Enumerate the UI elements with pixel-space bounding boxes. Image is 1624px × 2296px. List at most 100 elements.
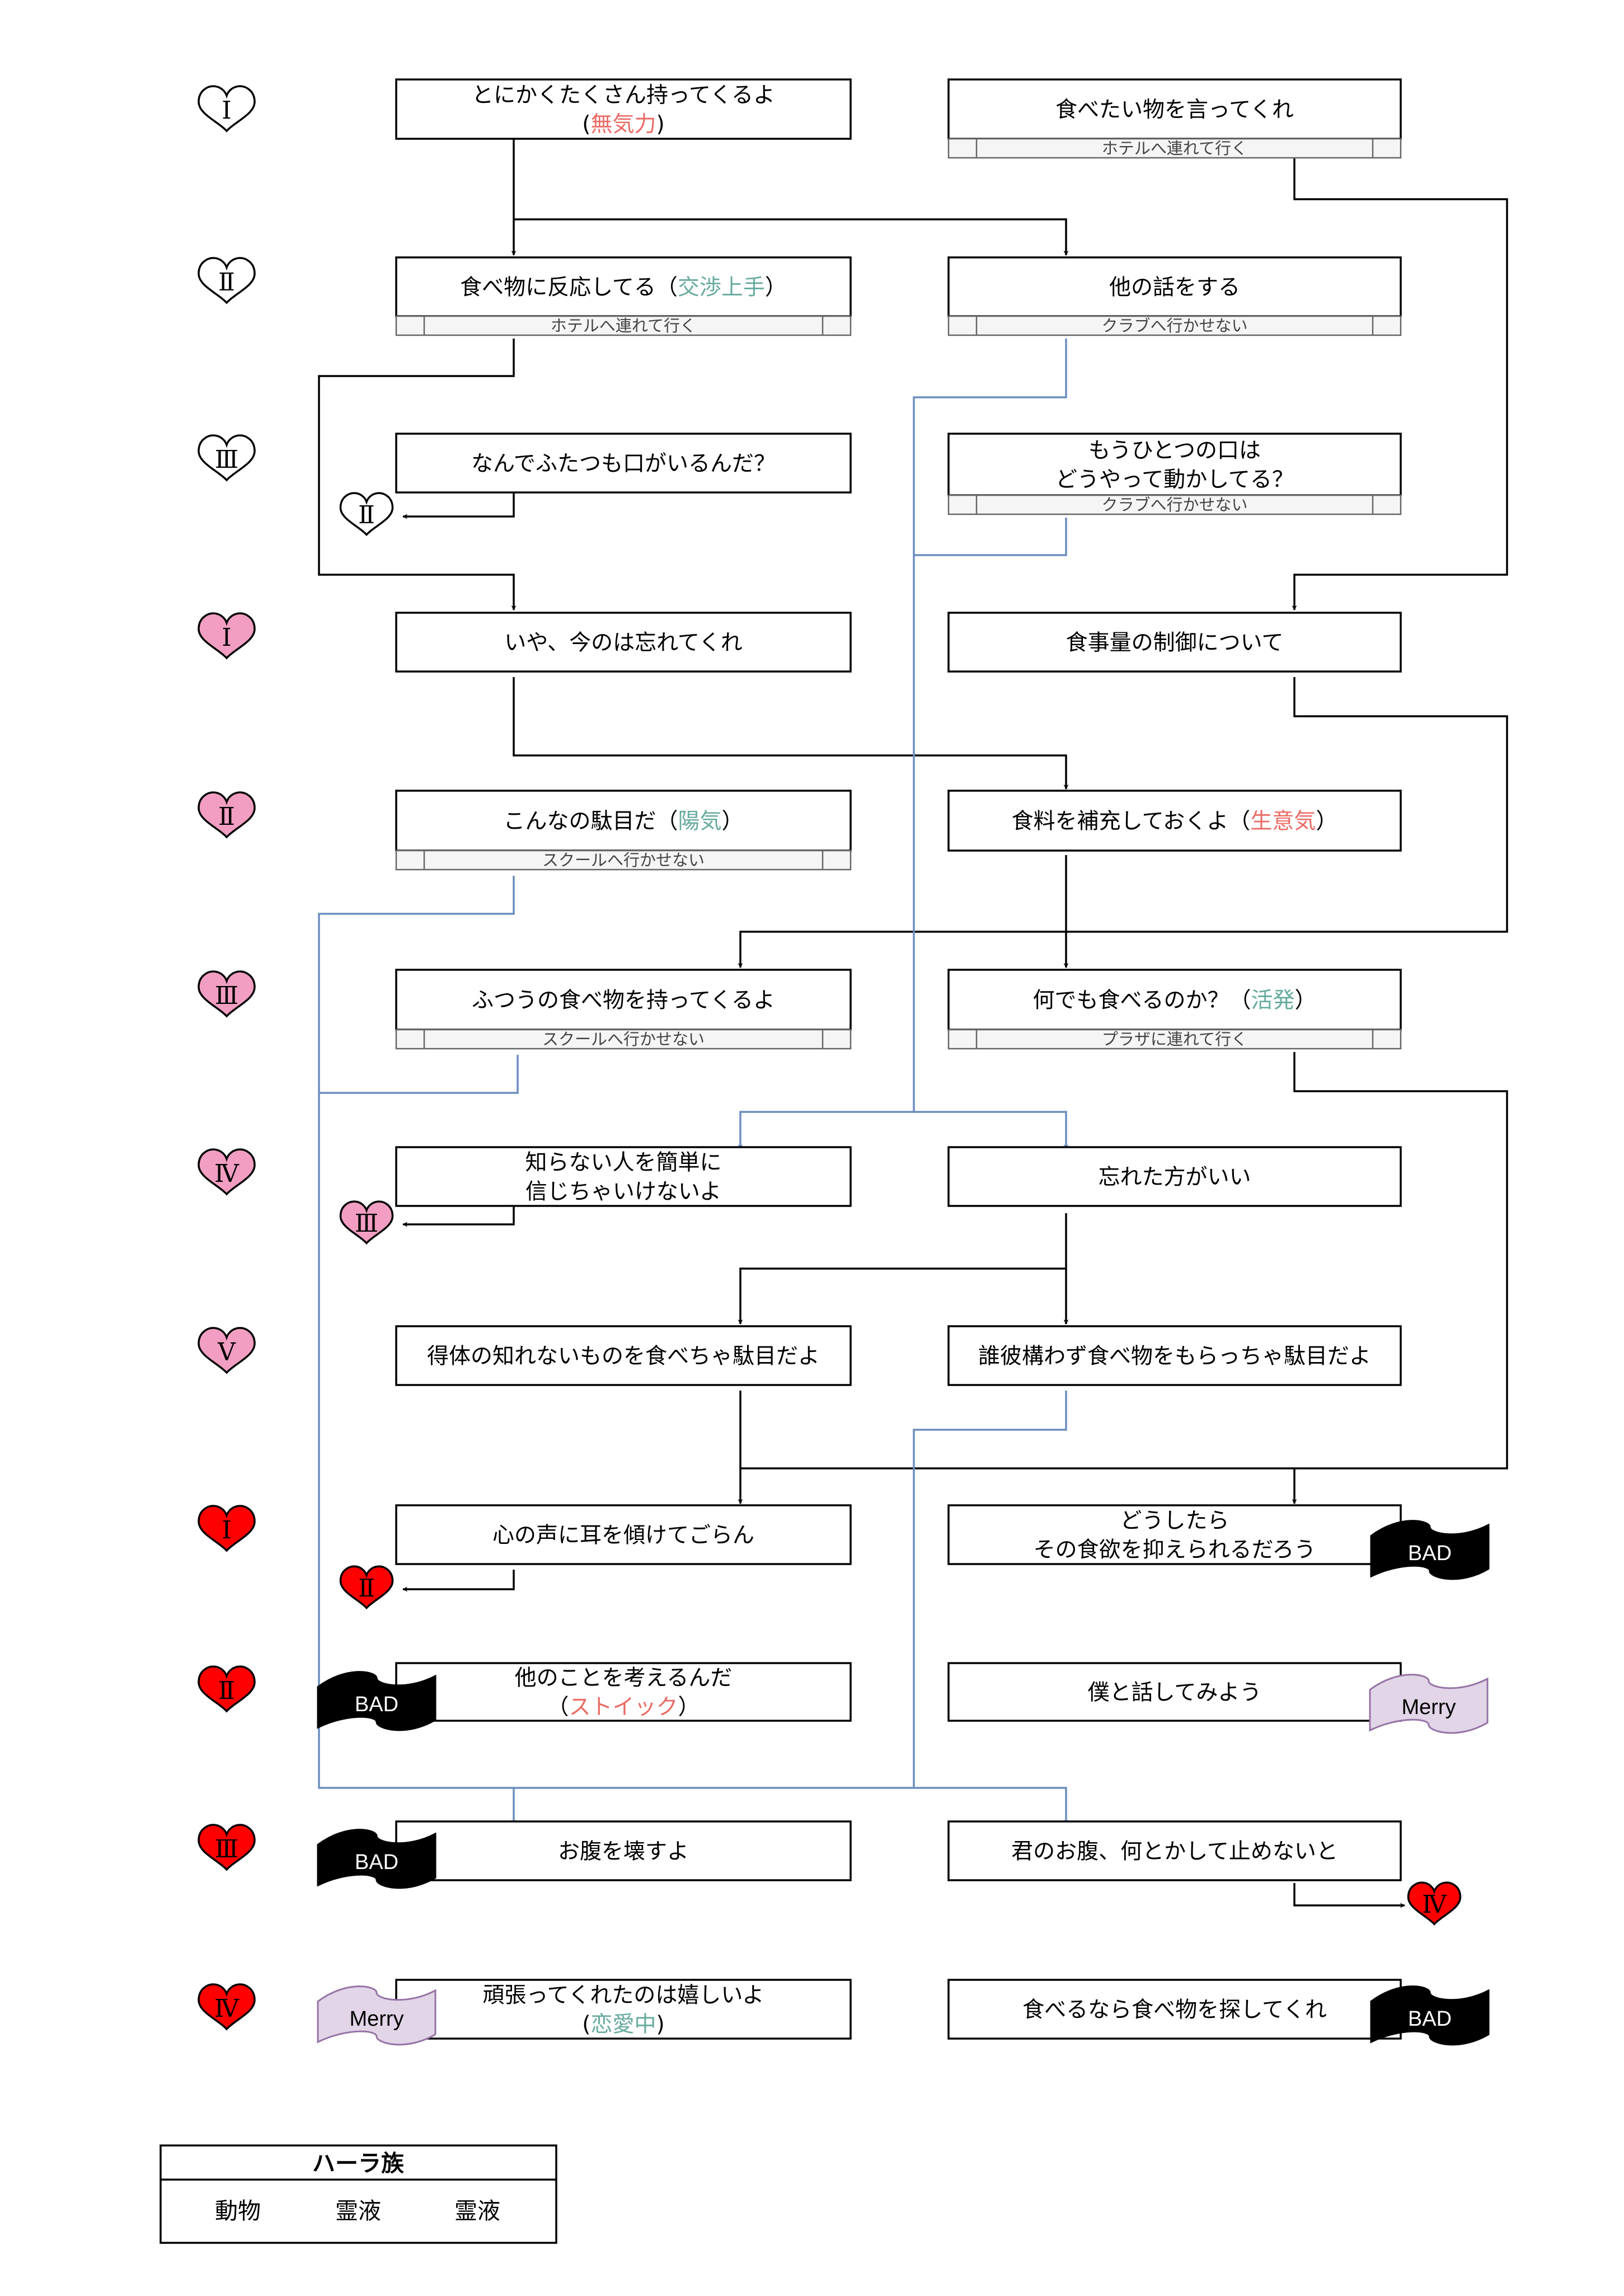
node-text: いや、今のは忘れてくれ [504,631,743,656]
subprocess-label: スクールへ行かせない [542,851,705,870]
heart-label: Ⅳ [214,1994,240,2023]
node-text: こんなの駄目だ（陽気） [503,809,743,834]
row-marker: Ⅱ [198,257,256,304]
row-marker: Ⅳ [198,1148,256,1196]
heart-icon [198,791,256,839]
heart-icon [198,970,256,1018]
heart-icon [198,1824,256,1871]
flow-node-r11: 君のお腹、何とかして止めないと [947,1820,1402,1881]
ending-label: Merry [1401,1696,1456,1719]
legend-table: ハーラ族 動物 霊液 霊液 [159,2144,557,2244]
row-marker: Ⅱ [198,791,256,839]
row-marker: Ⅲ [198,970,256,1018]
flow-node-l8: 得体の知れないものを食べちゃ駄目だよ [395,1325,852,1386]
heart-label: Ⅲ [355,1209,378,1238]
legend-item: 動物 [215,2198,261,2224]
heart-label: Ⅰ [222,1516,231,1544]
node-text: もうひとつの口は [1088,438,1261,463]
flow-node-l9: 心の声に耳を傾けてごらん [395,1504,852,1565]
legend-title: ハーラ族 [312,2150,404,2177]
subprocess-label: ホテルへ連れて行く [551,316,696,335]
heart-label: Ⅱ [358,1574,375,1603]
heart-label: Ⅲ [215,982,238,1010]
node-text: どうやって動かしてる？ [1055,467,1294,492]
row-marker: Ⅲ [198,1824,256,1871]
node-text: 誰彼構わず食べ物をもらっちゃ駄目だよ [978,1344,1371,1369]
jump-marker: Ⅱ [339,492,394,537]
heart-label: Ⅳ [1422,1890,1447,1919]
flow-node-r10: 僕と話してみよう [947,1662,1402,1722]
ending-label: BAD [355,1693,398,1716]
heart-icon [198,257,256,304]
heart-icon [198,434,256,482]
flow-node-l12: 頑張ってくれたのは嬉しいよ (恋愛中) [395,1979,852,2040]
node-text: (恋愛中) [582,2012,664,2037]
ending-label: BAD [1408,1542,1452,1565]
flow-node-r12: 食べるなら食べ物を探してくれ [947,1979,1402,2040]
node-subprocess-bar: クラブへ行かせない [947,494,1402,515]
node-text: 忘れた方がいい [1098,1165,1251,1190]
node-text: 食事量の制御について [1066,631,1284,656]
jump-marker: Ⅱ [339,1565,394,1610]
heart-label: Ⅲ [215,1835,238,1863]
heart-icon [198,612,256,660]
node-text: 得体の知れないものを食べちゃ駄目だよ [427,1344,820,1369]
flow-node-l1: とにかくたくさん持ってくるよ (無気力) [395,78,852,140]
ending-label: BAD [1408,2007,1452,2031]
flow-node-l10: 他のことを考えるんだ（ストイック） [395,1662,852,1722]
node-text: どうしたら [1120,1509,1229,1534]
bad-ending-badge: BAD [1370,1520,1490,1580]
heart-icon [339,492,394,537]
heart-label: Ⅲ [215,445,238,474]
node-text: お腹を壊すよ [558,1839,689,1865]
heart-icon [198,1665,256,1713]
row-marker: Ⅲ [198,434,256,482]
node-text: なんでふたつも口がいるんだ？ [471,452,776,477]
node-subprocess-bar: スクールへ行かせない [395,849,852,871]
subprocess-label: プラザに連れて行く [1102,1030,1247,1049]
subprocess-label: スクールへ行かせない [542,1030,705,1049]
heart-label: Ⅴ [217,1338,236,1367]
node-subprocess-bar: クラブへ行かせない [947,315,1402,336]
node-text: 他の話をする [1109,275,1240,301]
flow-node-l3: なんでふたつも口がいるんだ？ [395,433,852,494]
node-text: (無気力) [582,112,664,137]
flow-node-r8: 誰彼構わず食べ物をもらっちゃ駄目だよ [947,1325,1402,1386]
node-text: 君のお腹、何とかして止めないと [1011,1839,1338,1865]
node-text: 心の声に耳を傾けてごらん [492,1523,754,1548]
node-text: 知らない人を簡単に [525,1151,721,1176]
node-subprocess-bar: ホテルへ連れて行く [395,315,852,336]
flow-node-r6: 何でも食べるのか？（活発）プラザに連れて行く [947,969,1402,1050]
jump-markers: Ⅱ Ⅲ Ⅱ Ⅳ [339,492,1462,1926]
heart-icon [198,1327,256,1374]
row-marker: Ⅰ [198,1505,256,1552]
bad-ending-badge: BAD [1370,1985,1490,2046]
heart-icon [339,1565,394,1610]
heart-icon [339,1200,394,1245]
bad-ending-badge: BAD [317,1671,436,1731]
node-text: ふつうの食べ物を持ってくるよ [472,988,775,1013]
heart-icon [198,1983,256,2031]
row-marker: Ⅳ [198,1983,256,2031]
node-text: とにかくたくさん持ってくるよ [472,83,775,108]
node-text: 食料を補充しておくよ（生意気） [1012,809,1338,834]
flow-node-l2: 食べ物に反応してる（交渉上手）ホテルへ連れて行く [395,256,852,336]
node-text: 頑張ってくれたのは嬉しいよ [482,1983,764,2008]
heart-label: Ⅳ [214,1159,240,1188]
row-marker: Ⅱ [198,1665,256,1713]
subprocess-label: クラブへ行かせない [1101,316,1247,335]
node-text: 食べるなら食べ物を探してくれ [1022,1998,1327,2023]
node-text: 他のことを考えるんだ [515,1666,733,1691]
heart-icon [198,85,256,133]
node-subprocess-bar: スクールへ行かせない [395,1029,852,1050]
bad-ending-badge: BAD [317,1829,436,1889]
subprocess-label: クラブへ行かせない [1101,495,1247,514]
node-text: 食べたい物を言ってくれ [1055,97,1294,123]
row-marker: Ⅰ [198,612,256,660]
flow-node-r4: 食事量の制御について [947,612,1402,673]
node-text: その食欲を抑えられるだろう [1034,1538,1316,1563]
